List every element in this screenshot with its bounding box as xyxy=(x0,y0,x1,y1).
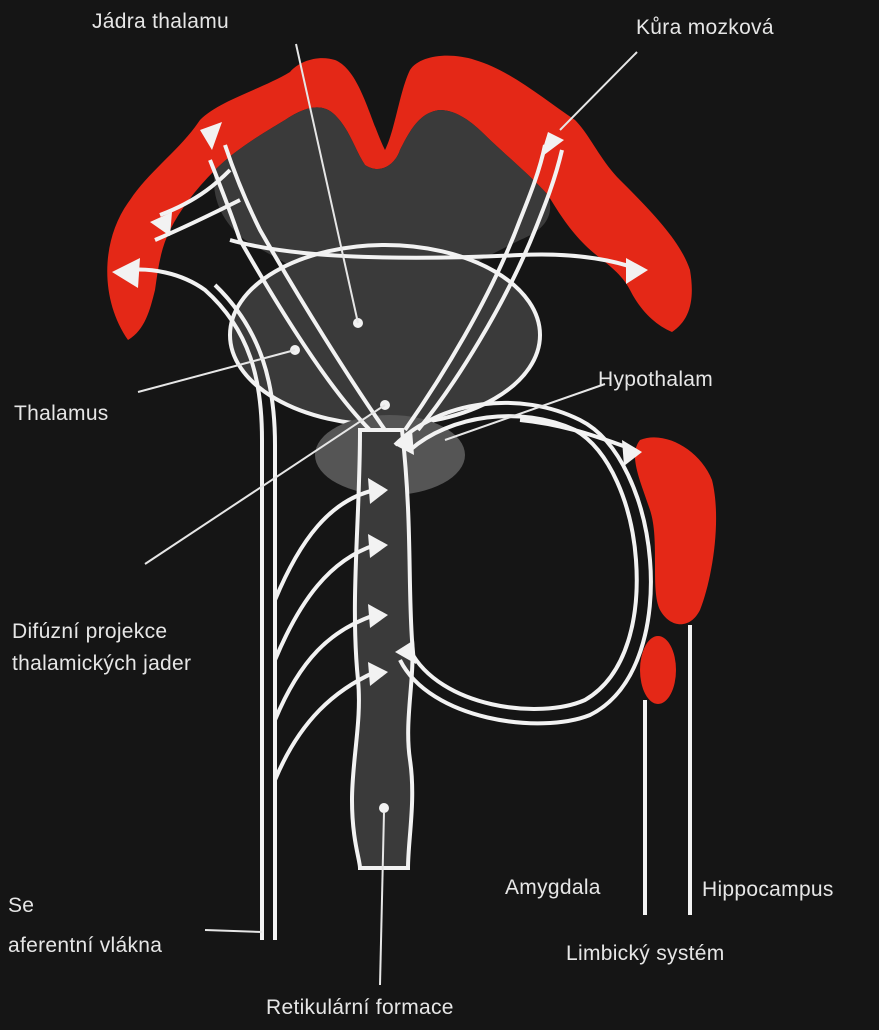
label-sensory-2: aferentní vlákna xyxy=(8,934,162,958)
label-sensory-1: Se xyxy=(8,894,34,918)
label-thalamus: Thalamus xyxy=(14,402,109,426)
amygdala xyxy=(640,636,676,704)
label-reticular-formation: Retikulární formace xyxy=(266,996,454,1020)
label-amygdala: Amygdala xyxy=(505,876,601,900)
label-diffuse-projection-1: Difúzní projekce xyxy=(12,620,167,644)
label-cortex: Kůra mozková xyxy=(636,16,774,40)
label-hypothalamus: Hypothalam xyxy=(598,368,713,392)
label-limbic-system: Limbický systém xyxy=(566,942,725,966)
thalamus xyxy=(230,245,540,425)
label-thalamic-nuclei: Jádra thalamu xyxy=(92,10,229,34)
label-hippocampus: Hippocampus xyxy=(702,878,834,902)
label-diffuse-projection-2: thalamických jader xyxy=(12,652,191,676)
